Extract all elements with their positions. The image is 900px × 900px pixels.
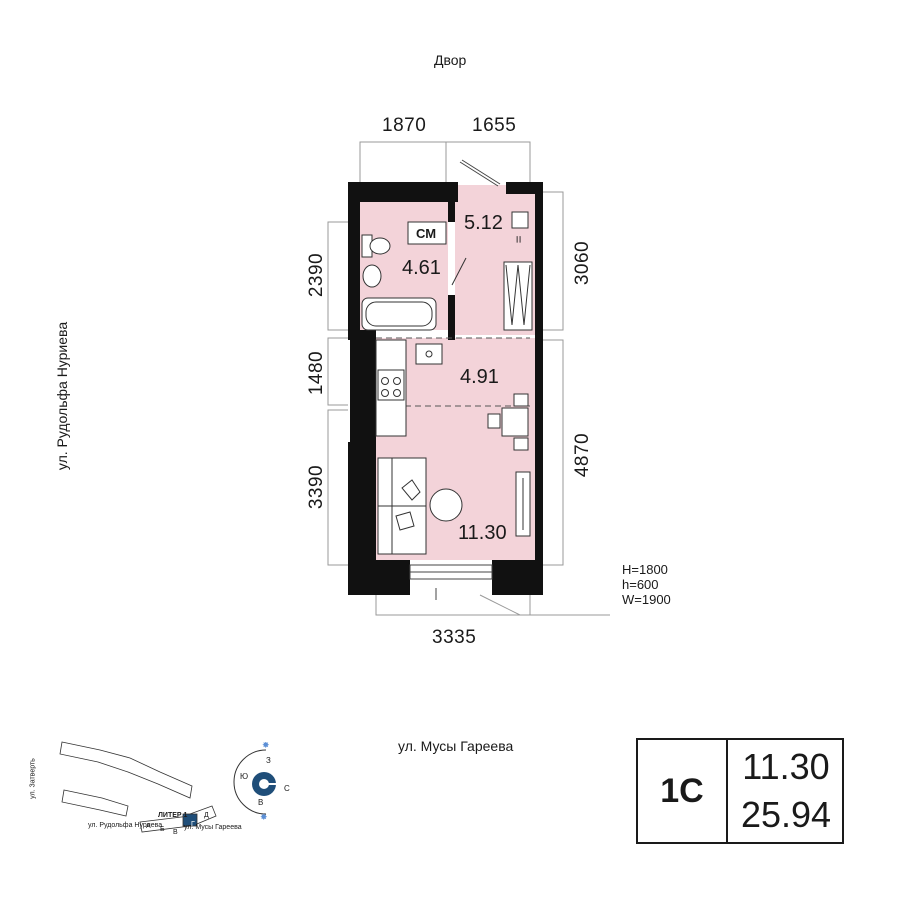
dimension-lines — [327, 141, 610, 616]
dim-left-middle: 1480 — [306, 350, 327, 396]
courtyard-label: Двор — [434, 52, 467, 68]
bathroom-area: 4.61 — [402, 257, 441, 279]
bottom-street-label: ул. Мусы Гареева — [398, 738, 514, 754]
site-section-d: Д — [204, 812, 209, 819]
kitchen-fixtures — [375, 339, 529, 451]
zone-lines — [376, 337, 530, 407]
site-section-v: В — [173, 829, 178, 836]
window-height: H=1800 — [622, 562, 668, 577]
dim-top-right: 1655 — [472, 115, 517, 136]
compass: ✸ ✸ — [233, 742, 276, 822]
dim-top-left: 1870 — [382, 115, 427, 136]
washer-label: СМ — [416, 226, 437, 241]
window — [409, 564, 493, 600]
window-sill: h=600 — [622, 577, 659, 592]
living-area: 11.30 — [458, 522, 507, 544]
site-building-label: ЛИТЕР 1 — [158, 812, 188, 819]
dim-left-upper: 2390 — [306, 252, 327, 298]
apartment-summary: 1С 11.30 25.94 — [636, 738, 844, 844]
window-width: W=1900 — [622, 592, 671, 607]
site-section-b: Б — [160, 826, 165, 833]
apartment-type: 1С — [638, 740, 728, 842]
hall-fixtures — [503, 211, 533, 331]
kitchen-area: 4.91 — [460, 366, 499, 388]
walls — [348, 182, 543, 595]
svg-text:✸: ✸ — [260, 812, 268, 822]
outlet-icon: ⚌ — [512, 235, 523, 244]
dim-right-lower: 4870 — [572, 432, 593, 478]
compass-west: Ю — [240, 772, 249, 781]
dim-right-upper: 3060 — [572, 240, 593, 286]
window-specs: H=1800 h=600 W=1900 — [622, 562, 671, 607]
summary-living-area: 11.30 — [742, 746, 830, 787]
site-section-a: А — [146, 823, 151, 830]
living-furniture — [377, 457, 531, 555]
hall-area: 5.12 — [464, 212, 503, 234]
site-section-g: Г — [191, 821, 195, 828]
site-street-right: ул. Мусы Гареева — [184, 824, 242, 831]
site-street-left: ул. Затверть — [29, 758, 37, 799]
svg-text:✸: ✸ — [262, 742, 270, 750]
site-street-bottom: ул. Рудольфа Нуриева — [88, 822, 163, 829]
summary-total-area: 25.94 — [740, 794, 832, 835]
dim-left-lower: 3390 — [306, 464, 327, 510]
entrance-door — [459, 159, 501, 187]
compass-east: С — [284, 784, 290, 793]
compass-north: З — [266, 756, 271, 765]
compass-south: В — [258, 798, 264, 807]
site-plan — [59, 741, 217, 833]
dim-bottom: 3335 — [432, 627, 477, 648]
bathroom-fixtures — [361, 221, 467, 331]
